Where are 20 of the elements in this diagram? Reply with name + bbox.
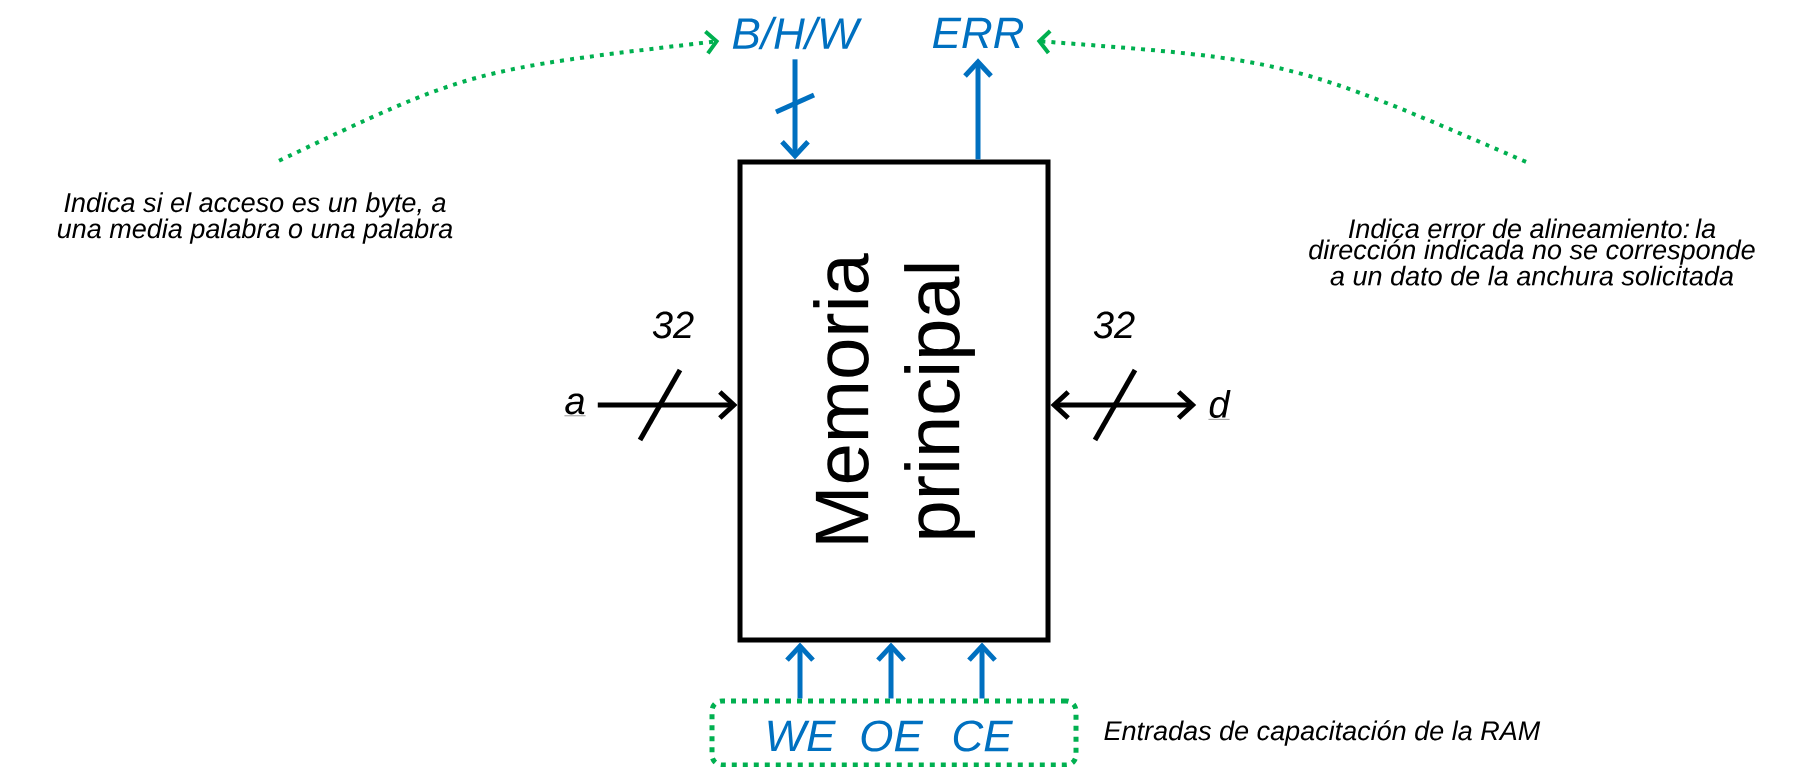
signal-label: ERR xyxy=(932,17,1024,49)
arrow xyxy=(775,59,816,160)
edge-label: 32 xyxy=(652,311,694,339)
signal-label: B/H/W xyxy=(732,16,862,50)
annotation-text: Entradas de capacitación de la RAM xyxy=(1104,720,1541,746)
annotation-text: Indica si el acceso es un byte, a una media palabra o una palabra xyxy=(57,192,453,244)
arrow xyxy=(1050,368,1197,442)
arrow xyxy=(963,58,993,160)
arrow xyxy=(278,30,720,163)
signal-label: WE xyxy=(768,720,836,752)
dotted-group-box xyxy=(709,698,1079,767)
arrow xyxy=(1036,29,1527,164)
signal-label: a xyxy=(564,393,586,416)
signal-label: OE xyxy=(861,720,924,752)
edge-label: 32 xyxy=(1093,311,1135,339)
arrow xyxy=(597,368,738,442)
annotation-text: Indica error de alineamiento: la dirección indicada no se corresponde a un dato de la anchura solicitada xyxy=(1309,218,1755,286)
signal-label: d xyxy=(1208,390,1231,420)
memory-box: Memoria principal xyxy=(737,159,1051,643)
signal-label: CE xyxy=(953,720,1013,752)
